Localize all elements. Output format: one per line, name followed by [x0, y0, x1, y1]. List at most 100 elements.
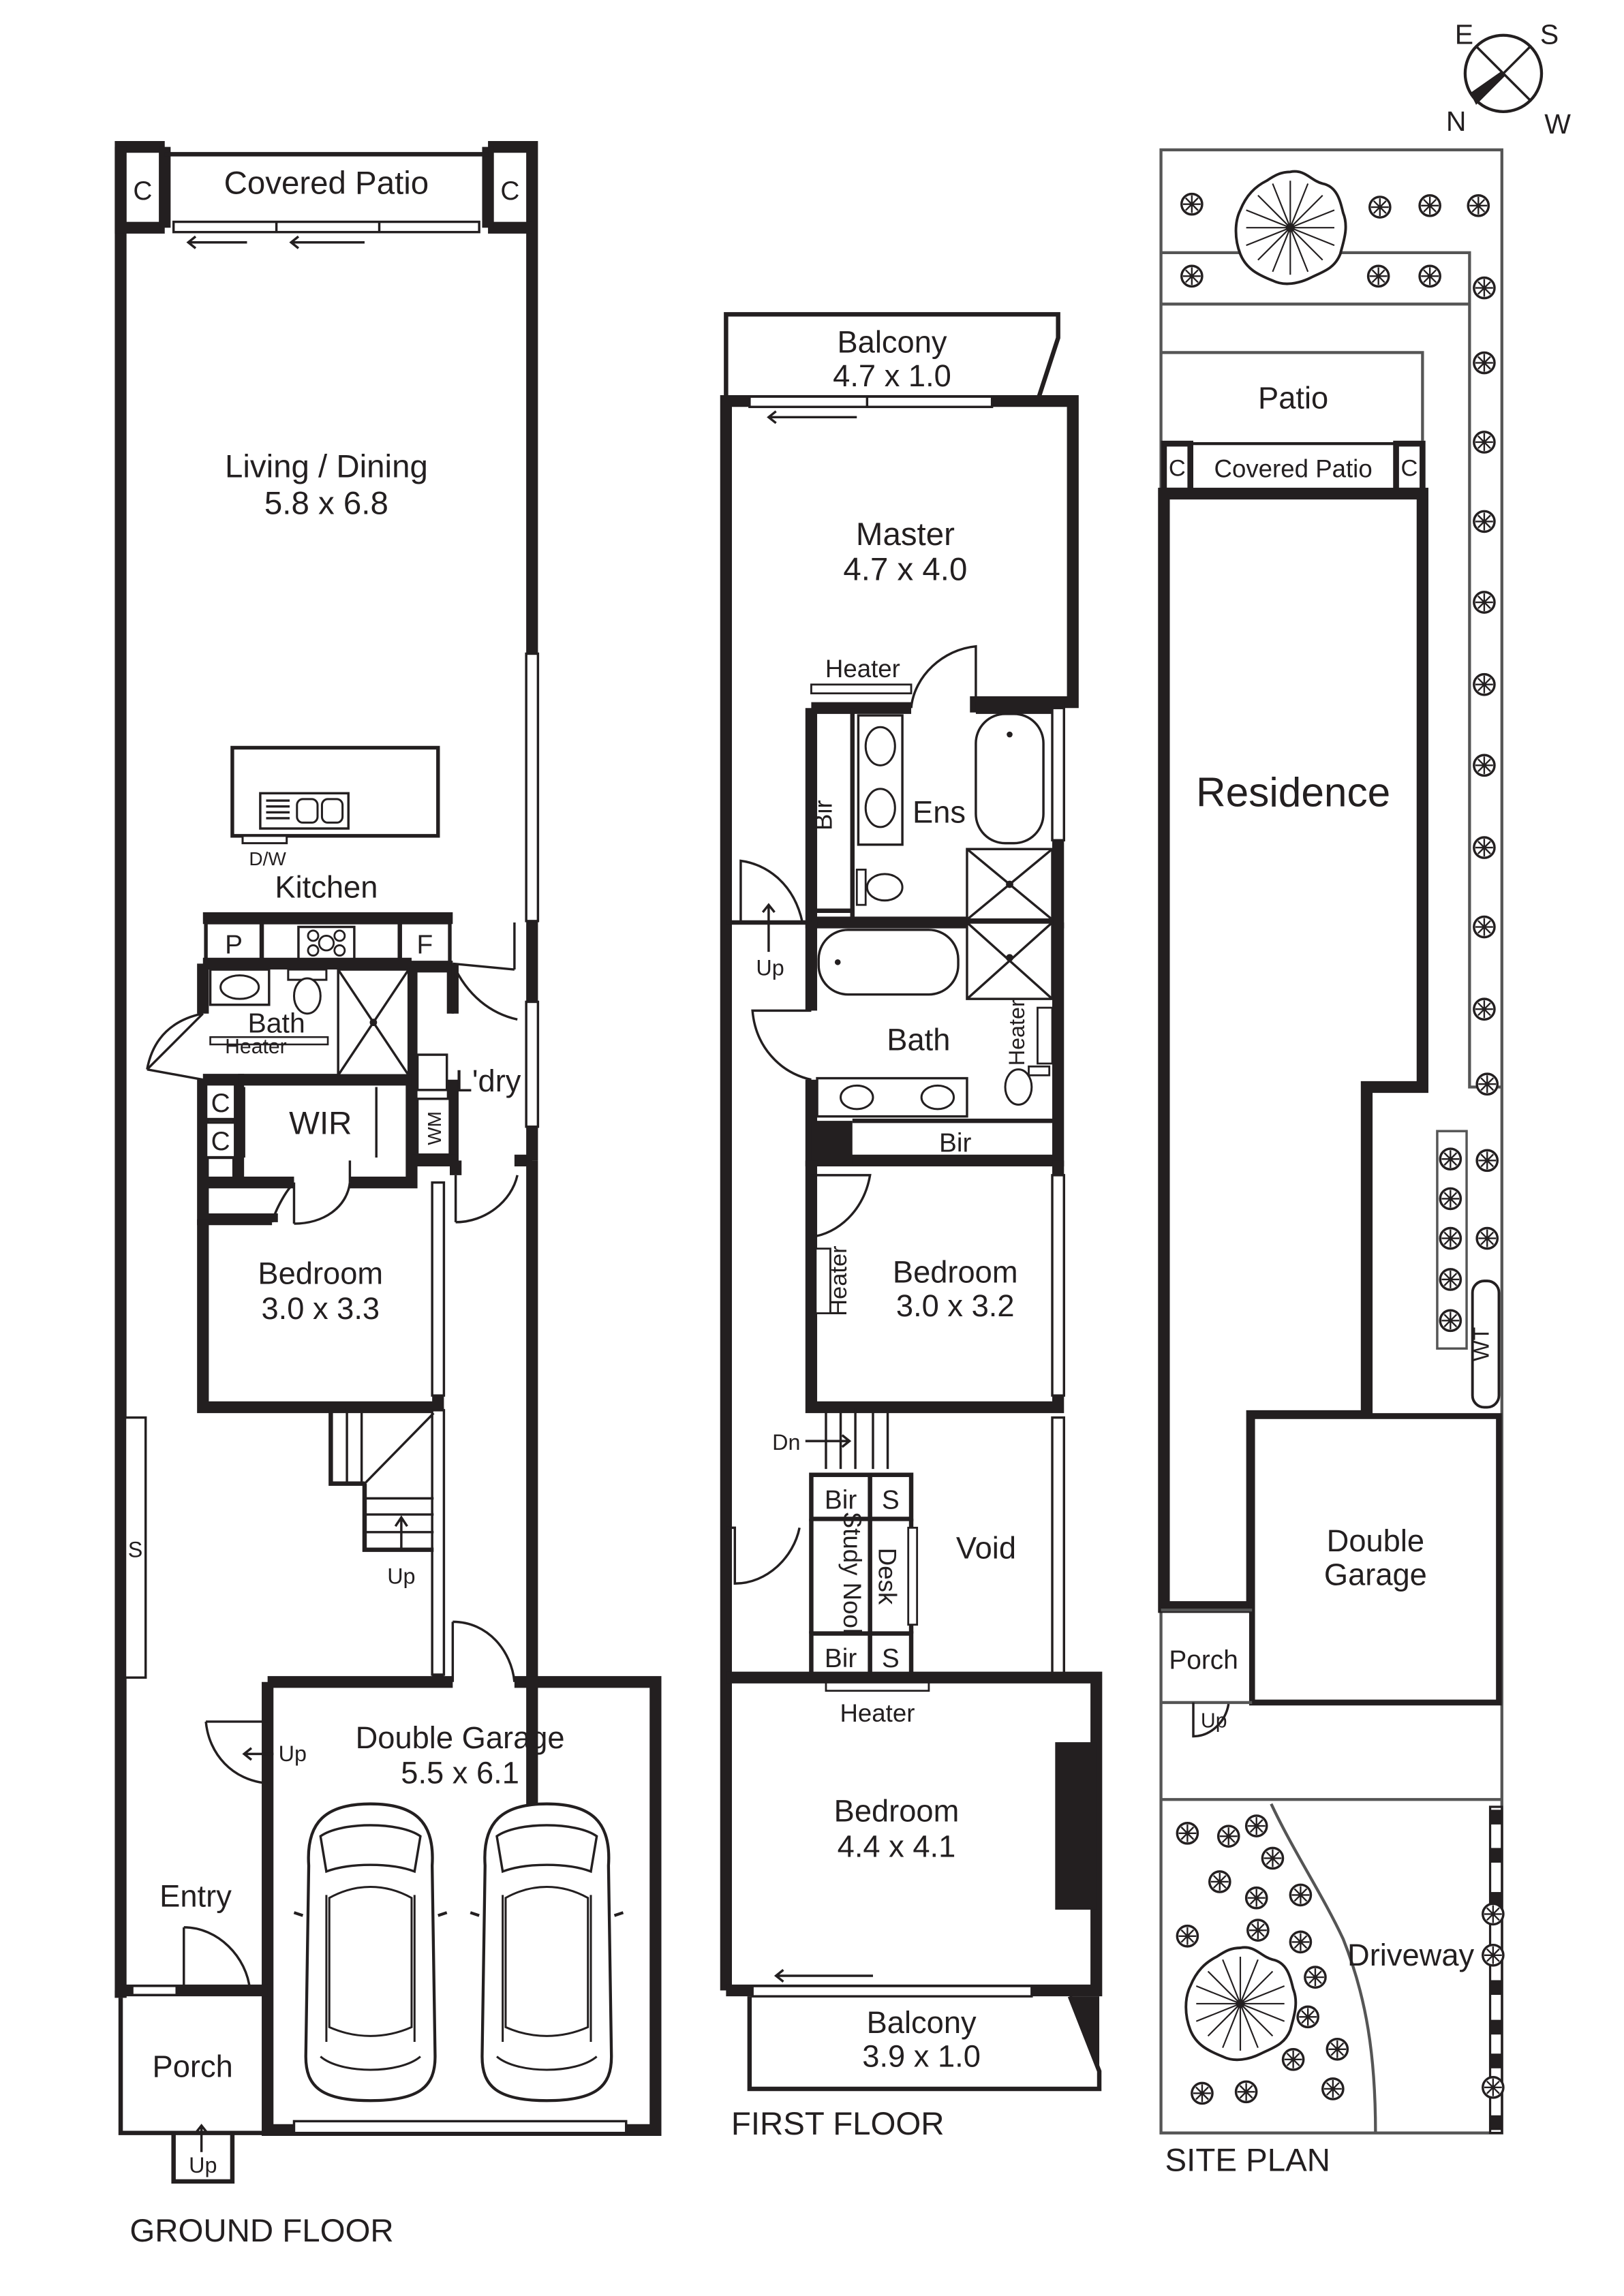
shrub-icon [1366, 264, 1390, 288]
duct-block [811, 1121, 853, 1162]
shrub-icon [1246, 1919, 1270, 1942]
compass: E S N W [1446, 19, 1571, 140]
shrub-icon [1304, 1966, 1327, 1989]
front-fence [1488, 1805, 1503, 2135]
first-floor-plan: Balcony 4.7 x 1.0 Master 4.7 x 4.0 Heate… [720, 312, 1103, 2142]
burner-icon [307, 944, 320, 957]
porch-window [131, 1985, 178, 1996]
north-arrow-icon [1470, 71, 1505, 105]
porch-up-label: Up [189, 2153, 217, 2177]
stair-up-label: Up [387, 1564, 415, 1588]
cupboard [204, 1083, 237, 1121]
burner-icon [333, 929, 346, 942]
shrub-icon [1475, 1226, 1499, 1250]
down-arrow-icon [805, 1434, 852, 1448]
toilet-icon [292, 977, 322, 1015]
laundry-wall [411, 1154, 532, 1175]
fence-post [1490, 2019, 1502, 2035]
shrub-icon [1261, 1846, 1285, 1870]
sliding-door-split [275, 221, 381, 232]
bir2-label: Bir [939, 1128, 971, 1158]
garage-door [292, 2120, 628, 2135]
shrub-icon [1473, 915, 1496, 939]
shrub-icon [1439, 1147, 1462, 1170]
desk-label: Desk [874, 1548, 902, 1605]
shrub-icon [1216, 1825, 1240, 1848]
kitchen-label: Kitchen [275, 869, 378, 904]
stair-arrow-icon [394, 1515, 408, 1550]
bedroom-label: Bedroom [258, 1256, 383, 1290]
shrub-icon [1473, 836, 1496, 859]
bedroom2-window [1051, 1174, 1065, 1397]
heater3-label: Heater [840, 1699, 915, 1727]
compass-e: E [1455, 19, 1473, 50]
balcony-wall-block [1069, 1996, 1100, 2072]
fence-post [1490, 2115, 1502, 2130]
bedroom2-size: 3.0 x 3.2 [896, 1288, 1015, 1323]
shrub-icon [1234, 2080, 1258, 2104]
shrub-icon [1418, 194, 1441, 217]
pantry-label: P [225, 930, 243, 959]
door-leaf [146, 1012, 204, 1081]
shrub-icon [1473, 510, 1496, 533]
garage-wall [262, 1676, 662, 2136]
heater-label: Heater [225, 1036, 287, 1058]
door-swing [910, 645, 977, 709]
dn-label: Dn [772, 1430, 800, 1455]
porch-outline [118, 1998, 268, 2135]
shrub-icon [1289, 1930, 1313, 1954]
shrub-icon [1475, 1072, 1499, 1096]
living-size: 5.8 x 6.8 [264, 486, 388, 522]
toilet-icon [1004, 1068, 1033, 1106]
master-sliding-door [748, 395, 994, 408]
patio-sliding-door [172, 220, 480, 234]
bedroom-window [431, 1181, 446, 1397]
slide-arrow-icon [186, 235, 365, 249]
sink-bowl-icon [296, 798, 319, 824]
dishwasher-icon [241, 835, 288, 845]
door-swing [451, 1620, 516, 1682]
shrub-icon [1439, 1309, 1462, 1333]
burner-icon [318, 935, 335, 952]
shrub-icon [1296, 2005, 1320, 2029]
shrub-icon [1439, 1268, 1462, 1291]
stair-tread [825, 1407, 889, 1470]
master-label: Master [856, 516, 955, 553]
compass-w: W [1544, 108, 1571, 140]
shrub-icon [1473, 754, 1496, 777]
shrub-icon [1244, 1814, 1268, 1837]
door-swing [751, 1009, 812, 1081]
study-s-top-label: S [882, 1485, 900, 1515]
shrub-icon [1482, 1943, 1505, 1967]
stair-window [431, 1409, 446, 1676]
bir-outline [852, 1118, 1058, 1164]
ground-floor-title: GROUND FLOOR [129, 2213, 393, 2249]
tree-icon [1234, 170, 1347, 285]
patio-column [159, 146, 494, 228]
stair-tread [346, 1407, 435, 1534]
balcony-bottom-outline [747, 1995, 1102, 2092]
washing-machine [416, 1098, 451, 1156]
site-cupboard-label: C [1401, 456, 1418, 482]
wir-label: WIR [289, 1106, 352, 1142]
slide-arrow-icon [767, 410, 857, 424]
hanging-rail [243, 1087, 378, 1158]
shrub-icon [1368, 196, 1392, 219]
stair-outline [328, 1407, 434, 1552]
bath-heater-label: Heater [1005, 999, 1029, 1066]
site-covered-patio [1162, 441, 1424, 493]
fridge-label: F [417, 930, 433, 959]
covered-patio-label: Covered Patio [224, 166, 429, 202]
balcony-top-label: Balcony [837, 324, 947, 359]
bir-partition [811, 708, 855, 923]
cistern-icon [1028, 1065, 1051, 1076]
entry-label: Entry [159, 1879, 232, 1914]
patio-edge [1161, 351, 1424, 441]
site-porch-label: Porch [1169, 1645, 1238, 1675]
heater-icon [209, 1036, 329, 1046]
basin-icon [864, 788, 896, 828]
ensuite-window [1051, 707, 1065, 842]
shrub-icon [1439, 1226, 1462, 1250]
site-column [1161, 440, 1194, 494]
